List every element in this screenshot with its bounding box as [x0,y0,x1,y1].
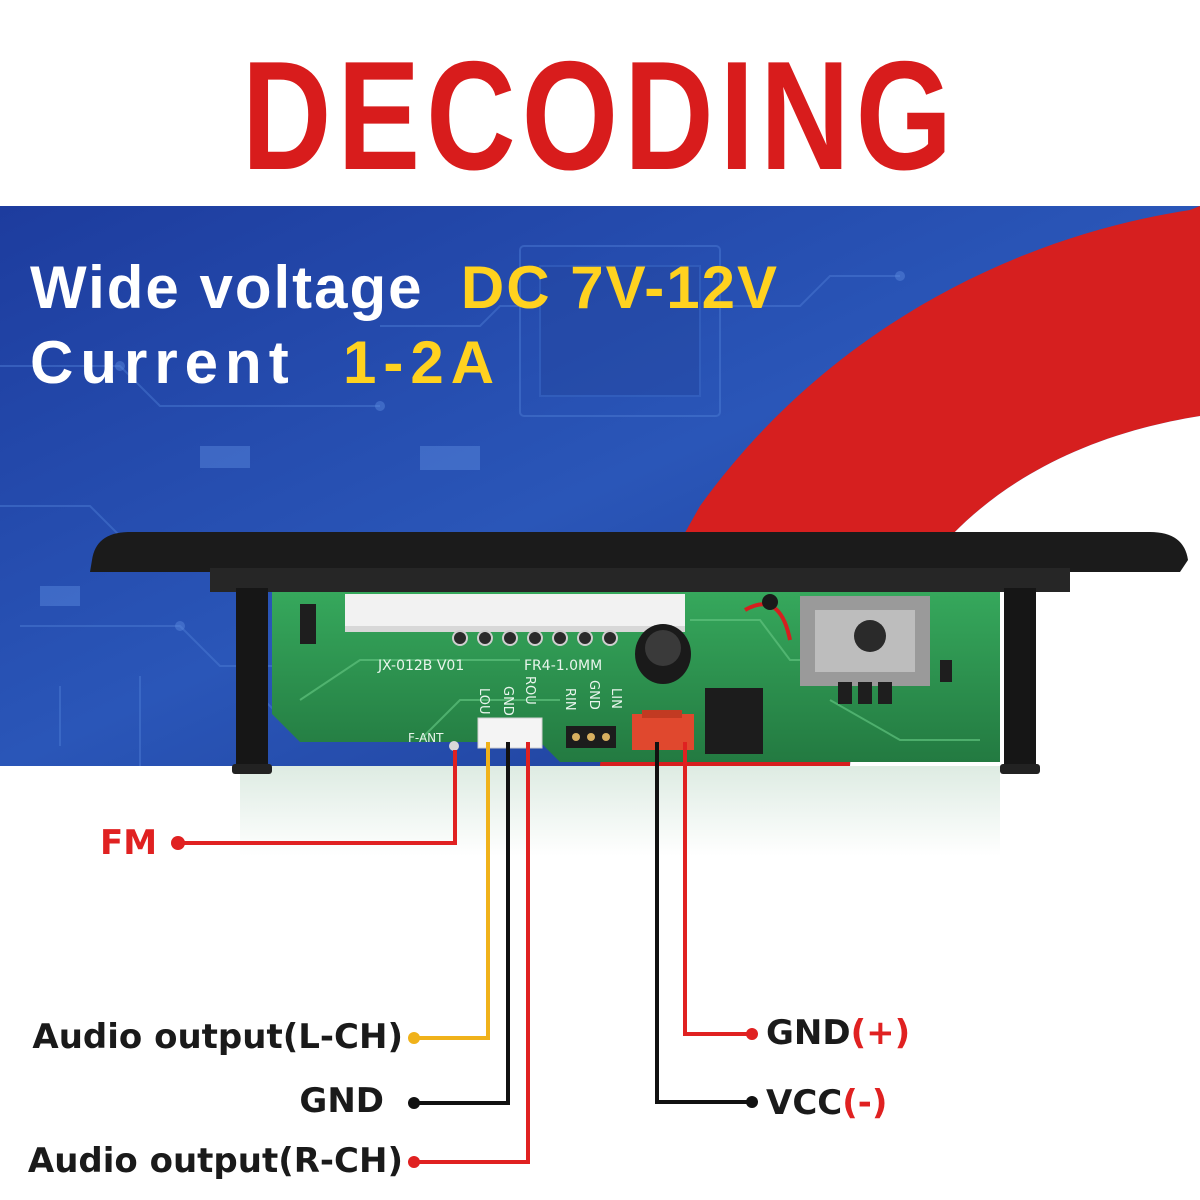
fm-wire [180,750,457,845]
board-model: JX-012B V01 [377,658,464,674]
pin-label-gnd-right: GND [586,680,601,710]
mount-post-right [1004,588,1036,768]
gnd-plus-sign: (+) [850,1013,911,1053]
gnd-plus-name: GND [766,1013,851,1053]
gnd-wire [414,742,510,1105]
pin-label-lin: LIN [608,688,623,709]
voltage-label: Wide voltage [30,254,424,321]
gnd-plus-label: GND(+) [766,1016,910,1050]
gnd-plus-dot [746,1028,758,1040]
audio-l-wire [414,742,490,1040]
pin-label-f-ant: F-ANT [408,731,444,745]
mount-post-left [236,588,268,768]
board-material: FR4-1.0MM [524,658,602,674]
front-panel [90,532,1188,572]
fm-label: FM [100,823,158,863]
audio-l-dot [408,1032,420,1044]
voltage-value: DC 7V-12V [460,254,780,321]
pin-label-rin: RIN [562,688,577,711]
gnd-label: GND [299,1081,384,1121]
gnd-dot [408,1097,420,1109]
pin-label-rou: ROU [522,676,537,705]
audio-output-left-label: Audio output(L-CH) [32,1017,403,1057]
ic-chip [705,688,763,754]
vcc-name: VCC [766,1083,843,1123]
pin-label-lou: LOU [476,688,491,715]
audio-output-right-label: Audio output(R-CH) [27,1141,403,1181]
vcc-sign: (-) [842,1083,888,1123]
vcc-label: VCC(-) [766,1086,887,1120]
fm-dot [171,836,185,850]
pin-label-gnd-left: GND [500,686,515,716]
gnd-plus-wire [683,742,750,1036]
current-spec: Current 1-2A [30,333,501,393]
vcc-wire [655,742,750,1104]
voltage-spec: Wide voltage DC 7V-12V [30,258,779,318]
current-label: Current [30,329,296,396]
audio-r-dot [408,1156,420,1168]
current-value: 1-2A [343,329,502,396]
display-connector [345,594,685,628]
vcc-dot [746,1096,758,1108]
audio-r-wire [414,742,530,1164]
